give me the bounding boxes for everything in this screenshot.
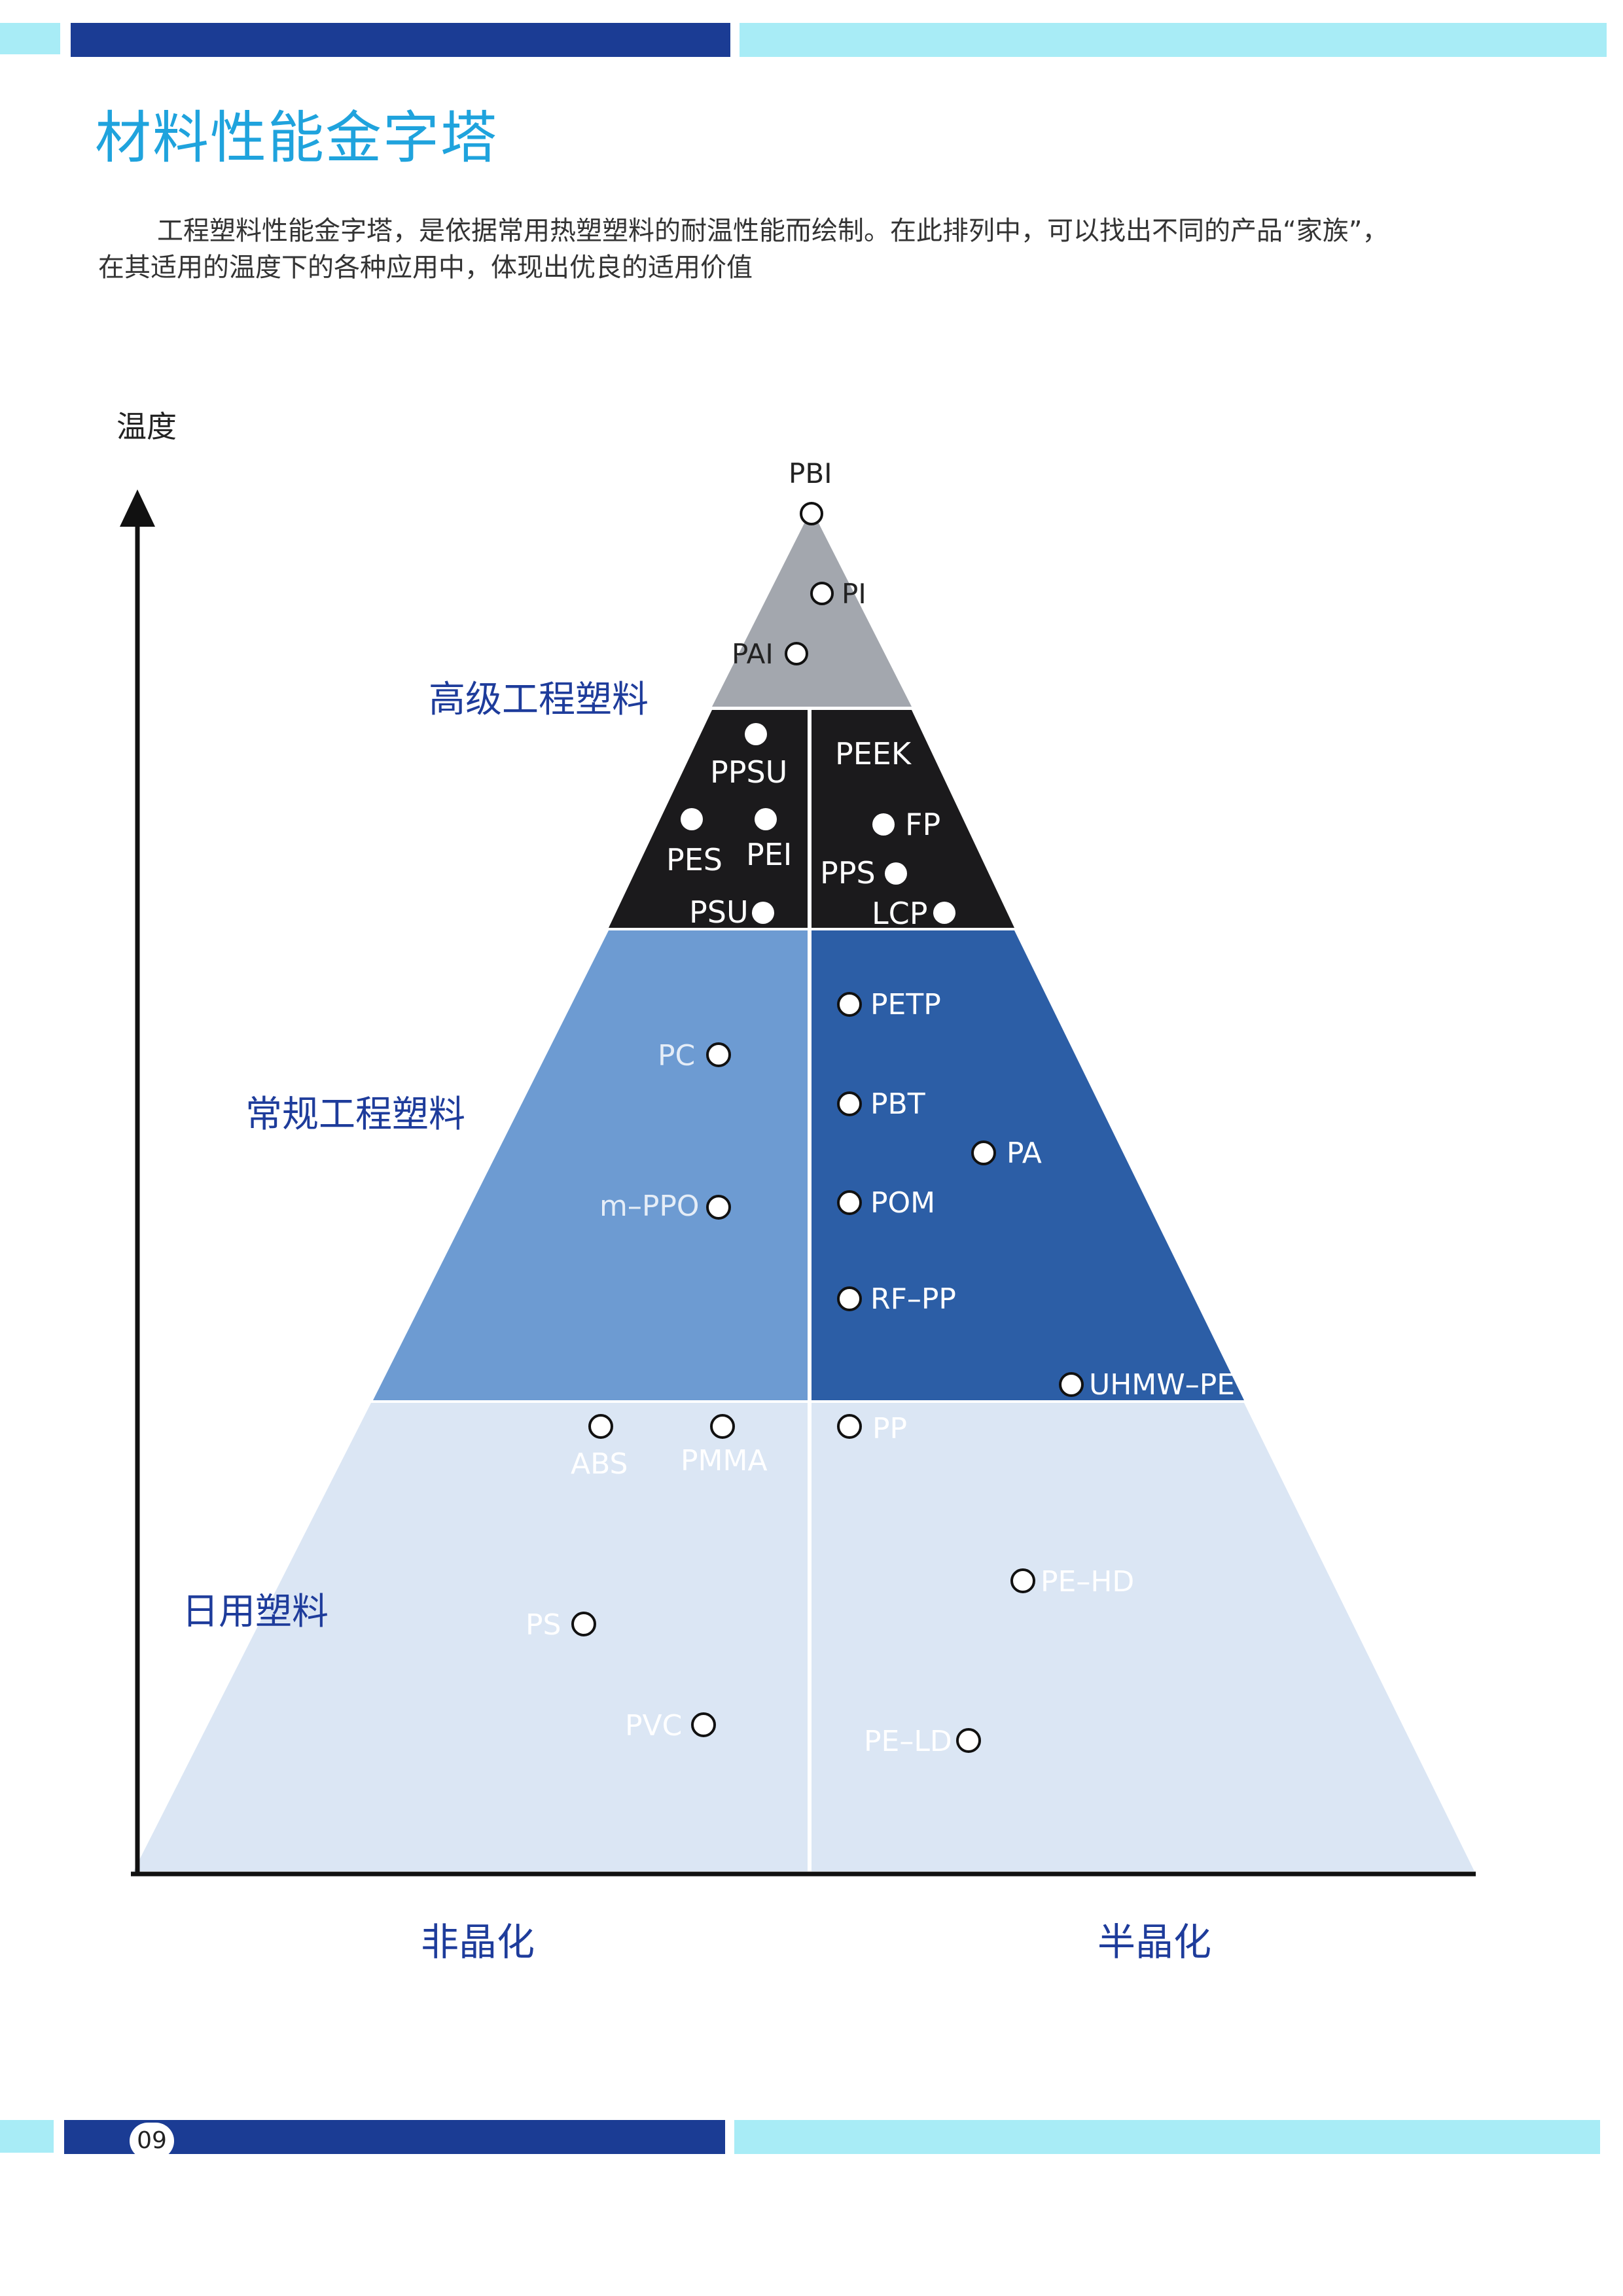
label-rfpp: RF–PP [870,1282,956,1316]
tier-mid-right [810,930,1244,1400]
marker-pp [837,1414,862,1439]
marker-ppsu [745,723,767,745]
tier-mid-left [373,930,810,1400]
y-axis-label: 温度 [116,409,177,444]
marker-peld [956,1728,981,1753]
marker-pvc [691,1712,716,1737]
marker-pbi [800,502,823,525]
bottom-bar-cyan-right [734,2120,1600,2154]
tier-label-mid: 常规工程塑料 [245,1093,465,1136]
label-pai: PAI [732,638,774,670]
marker-fp [872,813,895,836]
top-bar-dark-blue [71,23,730,57]
tier-label-high: 高级工程塑料 [429,679,649,721]
marker-pes [681,808,703,830]
label-ppsu: PPSU [710,754,787,790]
intro-line-2: 在其适用的温度下的各种应用中，体现出优良的适用价值 [98,253,753,283]
marker-rfpp [837,1286,862,1311]
y-axis-arrow [120,489,155,527]
label-ps: PS [526,1608,561,1642]
label-pbt: PBT [870,1087,925,1121]
marker-pbt [837,1091,862,1116]
marker-pom [837,1190,862,1215]
intro-line-1: 工程塑料性能金字塔，是依据常用热塑塑料的耐温性能而绘制。在此排列中，可以找出不同… [157,216,1389,246]
bottom-bar-cyan-left [0,2120,54,2153]
marker-pmma [710,1414,735,1439]
x-axis-label-amorphous: 非晶化 [421,1920,535,1964]
label-peld: PE–LD [864,1725,952,1758]
label-pom: POM [870,1186,935,1220]
label-pei: PEI [746,837,792,872]
top-bar-cyan-left [0,23,60,54]
marker-abs [588,1414,613,1439]
label-pps: PPS [820,855,876,891]
marker-pc [706,1042,731,1067]
marker-psu [752,902,774,924]
marker-pehd [1010,1568,1035,1593]
label-lcp: LCP [872,896,928,931]
marker-petp [837,992,862,1017]
page-number: 09 [130,2123,174,2159]
tier-base [134,1403,1474,1871]
marker-lcp [933,902,955,924]
tier-top [712,509,912,707]
marker-pa [971,1140,996,1165]
marker-pi [810,582,834,605]
marker-uhmwpe [1059,1372,1084,1397]
label-peek: PEEK [835,736,912,771]
label-pa: PA [1007,1137,1042,1170]
label-mppo: m–PPO [599,1190,700,1223]
bottom-bar-dark-blue [64,2120,725,2154]
marker-mppo [706,1195,731,1220]
label-fp: FP [905,807,940,842]
label-pbi: PBI [789,457,832,489]
marker-ps [571,1612,596,1636]
marker-pei [755,808,777,830]
x-axis-label-semicrystalline: 半晶化 [1097,1920,1211,1964]
label-pes: PES [666,842,722,877]
label-abs: ABS [571,1447,628,1481]
label-psu: PSU [689,894,749,930]
label-pp: PP [872,1412,907,1445]
label-uhmwpe: UHMW–PE [1089,1368,1235,1402]
label-pehd: PE–HD [1041,1565,1134,1598]
marker-pps [885,862,907,885]
label-pmma: PMMA [681,1444,768,1477]
marker-pai [785,642,808,665]
label-petp: PETP [870,988,941,1021]
label-pi: PI [842,578,866,610]
top-bar-cyan-right [740,23,1607,57]
label-pvc: PVC [625,1709,682,1742]
label-pc: PC [658,1039,695,1072]
tier-label-base: 日用塑料 [182,1591,329,1633]
page-title: 材料性能金字塔 [95,105,498,171]
